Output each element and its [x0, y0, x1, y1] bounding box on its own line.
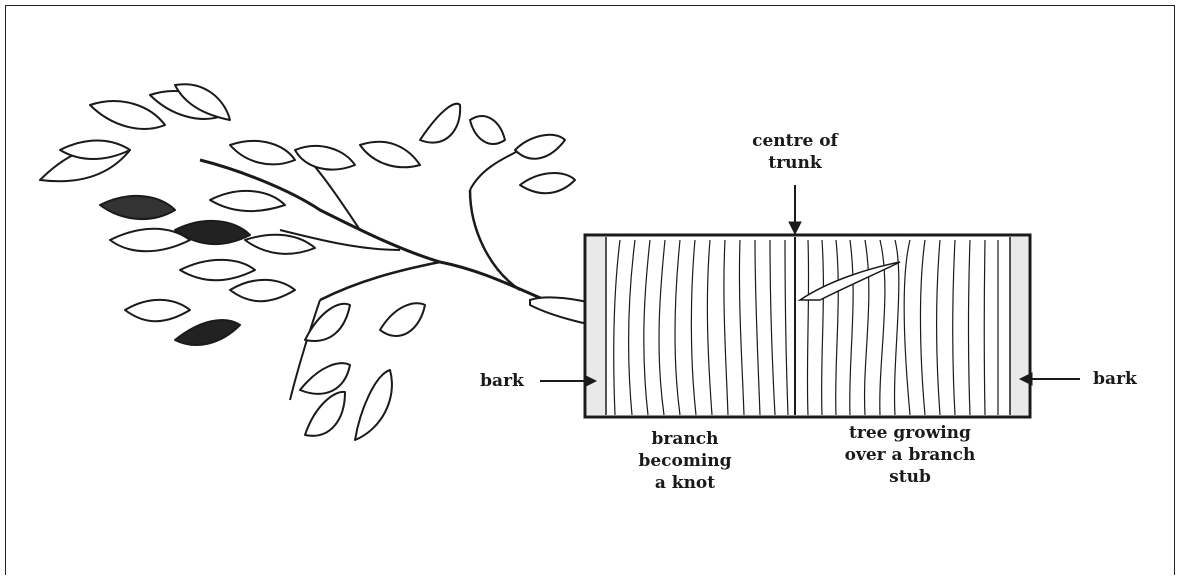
label-centre-of-trunk: centre of trunk [735, 130, 855, 174]
label-branch-becoming-knot: branch becoming a knot [620, 428, 750, 494]
label-tree-growing-over-stub: tree growing over a branch stub [815, 422, 1005, 488]
trunk-section [585, 235, 1030, 417]
label-bark-right: bark [1085, 368, 1145, 390]
label-bark-left: bark [472, 370, 532, 392]
